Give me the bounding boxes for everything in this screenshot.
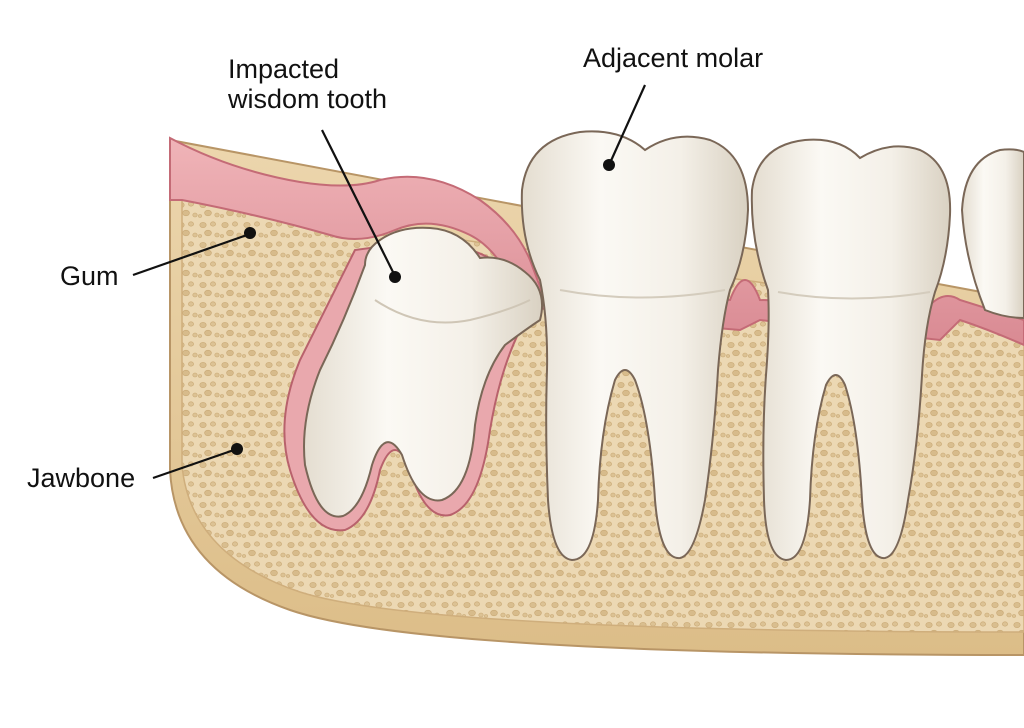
impacted-label-line2: wisdom tooth bbox=[228, 84, 388, 114]
adjacent-leader-line bbox=[608, 84, 647, 164]
gum-tissue bbox=[169, 136, 1024, 347]
adjacent-molar bbox=[520, 130, 750, 562]
jaw-leader-line bbox=[152, 448, 235, 480]
second-molar bbox=[750, 138, 952, 562]
gum-leader-dot bbox=[244, 227, 256, 239]
jaw-leader-dot bbox=[231, 443, 243, 455]
adjacent-molar-label: Adjacent molar bbox=[583, 43, 764, 73]
adjacent-leader-dot bbox=[603, 159, 615, 171]
impacted-wisdom-tooth-label: Impacted wisdom tooth bbox=[228, 54, 387, 114]
impacted-label-line1: Impacted bbox=[228, 54, 340, 84]
jawbone-label: Jawbone bbox=[27, 463, 136, 493]
impacted-leader-dot bbox=[389, 271, 401, 283]
gum-label: Gum bbox=[60, 261, 119, 291]
impacted-leader-line bbox=[321, 129, 396, 277]
partial-molar-right bbox=[960, 148, 1024, 320]
impacted-wisdom-tooth bbox=[303, 226, 544, 518]
gum-leader-line bbox=[132, 233, 248, 277]
